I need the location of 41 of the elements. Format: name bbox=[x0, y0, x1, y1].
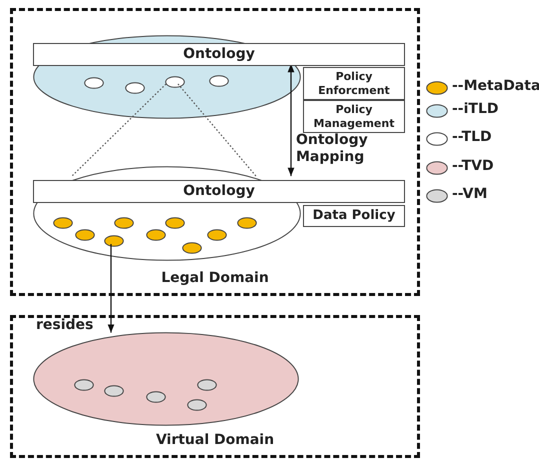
small-oval bbox=[182, 242, 202, 254]
dotted-line bbox=[178, 84, 256, 176]
small-oval bbox=[197, 379, 217, 391]
small-oval bbox=[237, 217, 257, 229]
ontology-bar: Ontology bbox=[33, 180, 405, 203]
legend-label: --TVD bbox=[452, 158, 494, 175]
small-oval bbox=[146, 391, 166, 403]
ontology-bar: Ontology bbox=[33, 43, 405, 66]
small-oval bbox=[125, 82, 145, 94]
policy-box: Data Policy bbox=[303, 205, 405, 227]
domain-ellipse bbox=[33, 166, 301, 261]
small-oval bbox=[165, 217, 185, 229]
small-oval bbox=[53, 217, 73, 229]
arrow bbox=[108, 244, 114, 333]
edge-label: resides bbox=[36, 317, 94, 334]
edge-label: Ontology Mapping bbox=[296, 132, 369, 166]
small-oval bbox=[104, 235, 124, 247]
domain-title: Virtual Domain bbox=[154, 432, 276, 449]
legend-label: --iTLD bbox=[452, 101, 499, 118]
domain-title: Legal Domain bbox=[160, 270, 270, 287]
domain-ellipse bbox=[33, 35, 301, 119]
small-oval bbox=[209, 75, 229, 87]
small-oval bbox=[74, 379, 94, 391]
legend-label: --VM bbox=[452, 186, 488, 203]
dashed-domain-box bbox=[10, 8, 420, 296]
arrow bbox=[288, 64, 294, 176]
domain-ellipse bbox=[33, 332, 299, 426]
legend-label: --TLD bbox=[452, 129, 492, 146]
small-oval bbox=[114, 217, 134, 229]
small-oval bbox=[165, 76, 185, 88]
small-oval bbox=[104, 385, 124, 397]
dotted-line bbox=[72, 84, 166, 176]
small-oval bbox=[146, 229, 166, 241]
small-oval bbox=[207, 229, 227, 241]
policy-box: Policy Enforcment bbox=[303, 67, 405, 100]
policy-box: Policy Management bbox=[303, 100, 405, 133]
dashed-domain-box bbox=[10, 315, 420, 458]
small-oval bbox=[75, 229, 95, 241]
legend-label: --MetaData bbox=[452, 78, 539, 95]
small-oval bbox=[187, 399, 207, 411]
small-oval bbox=[84, 77, 104, 89]
